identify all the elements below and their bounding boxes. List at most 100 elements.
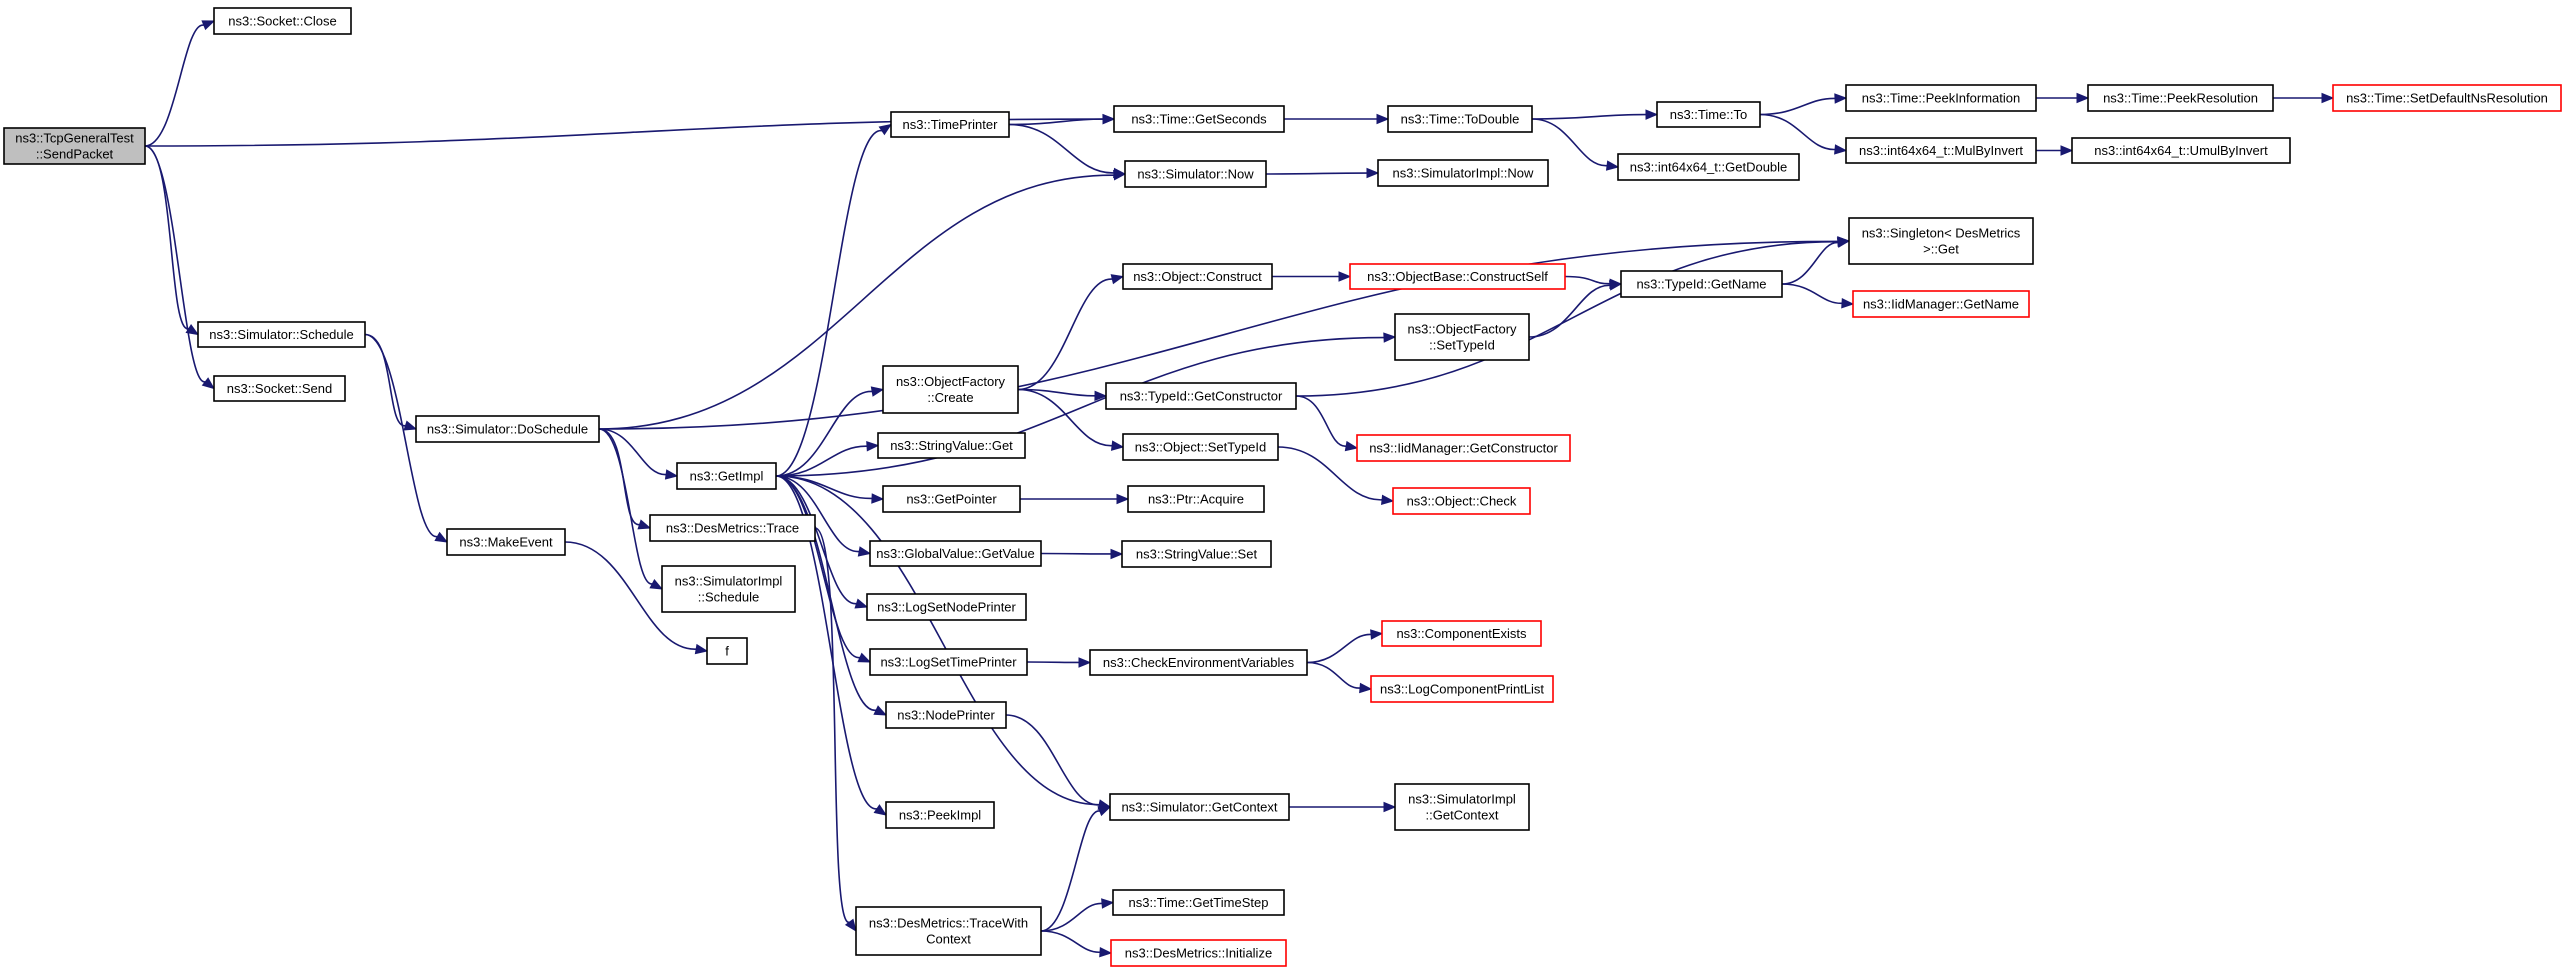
node-peekinfo[interactable]: ns3::Time::PeekInformation [1845, 84, 2037, 112]
node-ofcreate[interactable]: ns3::ObjectFactory::Create [882, 365, 1019, 414]
node-box [213, 7, 352, 35]
node-box [1127, 485, 1265, 513]
node-box [1349, 263, 1566, 290]
node-label: ns3::Time::SetDefaultNsResolution [2346, 91, 2548, 106]
node-checkenv[interactable]: ns3::CheckEnvironmentVariables [1089, 649, 1308, 676]
node-label: ns3::PeekImpl [899, 808, 981, 823]
node-simimplsched[interactable]: ns3::SimulatorImpl::Schedule [661, 565, 796, 613]
node-iidgetname[interactable]: ns3::IidManager::GetName [1852, 290, 2030, 318]
node-box [890, 111, 1010, 138]
node-objconstruct[interactable]: ns3::Object::Construct [1122, 263, 1273, 290]
edge-root-to-sockclose [144, 20, 216, 147]
edge-checkenv-to-compexists [1306, 629, 1384, 664]
node-i64getdouble[interactable]: ns3::int64x64_t::GetDouble [1617, 153, 1800, 181]
node-peekimpl[interactable]: ns3::PeekImpl [885, 801, 995, 829]
edge-checkenv-to-logcompprint [1306, 661, 1373, 694]
node-svget[interactable]: ns3::StringValue::Get [877, 432, 1026, 459]
node-label: ns3::SimulatorImpl::Now [1393, 166, 1534, 181]
node-label: ns3::Time::GetTimeStep [1129, 895, 1269, 910]
node-ofsettypeid[interactable]: ns3::ObjectFactory::SetTypeId [1394, 313, 1530, 361]
node-box [882, 485, 1021, 513]
node-timeprinter[interactable]: ns3::TimePrinter [890, 111, 1010, 138]
edge-doschedule-to-getimpl [598, 428, 679, 480]
node-label: ns3::Object::SetTypeId [1135, 440, 1267, 455]
node-label: ns3::MakeEvent [459, 535, 553, 550]
edge-dmtracectx-to-gettimestep [1040, 898, 1115, 932]
node-box [869, 648, 1028, 676]
node-makeevent[interactable]: ns3::MakeEvent [446, 528, 566, 556]
node-box [2332, 84, 2562, 112]
edge-timeto-to-peekinfo [1759, 93, 1848, 116]
node-ptracquire[interactable]: ns3::Ptr::Acquire [1127, 485, 1265, 513]
node-label: ns3::LogSetNodePrinter [877, 600, 1016, 615]
node-svset[interactable]: ns3::StringValue::Set [1121, 540, 1272, 568]
node-label: ns3::Ptr::Acquire [1148, 492, 1244, 507]
node-obconstructself[interactable]: ns3::ObjectBase::ConstructSelf [1349, 263, 1566, 290]
node-simgetctx[interactable]: ns3::Simulator::GetContext [1109, 793, 1290, 821]
node-mulbyinvert[interactable]: ns3::int64x64_t::MulByInvert [1845, 137, 2037, 164]
node-simimplgetctx[interactable]: ns3::SimulatorImpl::GetContext [1394, 783, 1530, 831]
node-box [1377, 159, 1549, 187]
node-label: ns3::StringValue::Set [1136, 547, 1258, 562]
node-peekres[interactable]: ns3::Time::PeekResolution [2087, 84, 2274, 112]
node-box [197, 321, 366, 348]
node-box [213, 375, 346, 402]
node-logsetnode[interactable]: ns3::LogSetNodePrinter [866, 593, 1027, 621]
node-logsettime[interactable]: ns3::LogSetTimePrinter [869, 648, 1028, 676]
node-sockclose[interactable]: ns3::Socket::Close [213, 7, 352, 35]
node-objsettypeid[interactable]: ns3::Object::SetTypeId [1122, 433, 1279, 461]
node-box [3, 127, 146, 165]
node-box [1381, 620, 1542, 647]
node-simnow[interactable]: ns3::Simulator::Now [1124, 160, 1267, 188]
node-umulbyinvert[interactable]: ns3::int64x64_t::UmulByInvert [2071, 137, 2291, 164]
node-box [1620, 270, 1783, 298]
node-dminit[interactable]: ns3::DesMetrics::Initialize [1110, 939, 1287, 967]
node-label: ns3::GlobalValue::GetValue [876, 546, 1035, 561]
node-label: ns3::DesMetrics::Trace [666, 521, 799, 536]
edge-timeprinter-to-simnow [1008, 123, 1127, 179]
node-simimplnow[interactable]: ns3::SimulatorImpl::Now [1377, 159, 1549, 187]
node-box [1356, 434, 1571, 462]
node-label: ns3::LogComponentPrintList [1380, 682, 1544, 697]
node-getpointer[interactable]: ns3::GetPointer [882, 485, 1021, 513]
edge-objsettypeid-to-objcheck [1277, 446, 1395, 506]
node-getimpl[interactable]: ns3::GetImpl [676, 462, 777, 490]
node-box [706, 637, 748, 665]
edge-getimpl-to-ofcreate [775, 386, 885, 477]
node-label: ns3::Socket::Close [228, 14, 336, 29]
node-gvgetvalue[interactable]: ns3::GlobalValue::GetValue [869, 540, 1042, 567]
node-nodeprinter[interactable]: ns3::NodePrinter [885, 701, 1007, 729]
node-box [1394, 783, 1530, 831]
node-iidgetctor[interactable]: ns3::IidManager::GetConstructor [1356, 434, 1571, 462]
node-label: ns3::Simulator::DoSchedule [427, 422, 588, 437]
node-logcompprint[interactable]: ns3::LogComponentPrintList [1370, 675, 1554, 703]
node-timeto[interactable]: ns3::Time::To [1656, 101, 1761, 128]
node-setdefaultns[interactable]: ns3::Time::SetDefaultNsResolution [2332, 84, 2562, 112]
edge-todouble-to-i64getdouble [1531, 118, 1620, 171]
edge-doschedule-to-simimplsched [598, 428, 664, 590]
node-root[interactable]: ns3::TcpGeneralTest::SendPacket [3, 127, 146, 165]
edge-dmtracectx-to-dminit [1040, 930, 1113, 958]
node-dmtrace[interactable]: ns3::DesMetrics::Trace [649, 514, 816, 542]
node-label: ns3::Object::Construct [1133, 269, 1262, 284]
node-box [1122, 433, 1279, 461]
edge-layer [144, 20, 2335, 958]
node-socksend[interactable]: ns3::Socket::Send [213, 375, 346, 402]
node-tidgetname[interactable]: ns3::TypeId::GetName [1620, 270, 1783, 298]
node-label: ns3::ObjectBase::ConstructSelf [1367, 269, 1548, 284]
node-box [1121, 540, 1272, 568]
node-simschedule[interactable]: ns3::Simulator::Schedule [197, 321, 366, 348]
node-todouble[interactable]: ns3::Time::ToDouble [1387, 105, 1533, 133]
node-getseconds[interactable]: ns3::Time::GetSeconds [1113, 105, 1285, 133]
node-compexists[interactable]: ns3::ComponentExists [1381, 620, 1542, 647]
node-doschedule[interactable]: ns3::Simulator::DoSchedule [415, 415, 600, 443]
node-objcheck[interactable]: ns3::Object::Check [1392, 487, 1531, 515]
node-gettimestep[interactable]: ns3::Time::GetTimeStep [1112, 889, 1285, 916]
node-singleton[interactable]: ns3::Singleton< DesMetrics>::Get [1848, 217, 2034, 265]
node-tidgetctor[interactable]: ns3::TypeId::GetConstructor [1105, 382, 1297, 410]
node-f[interactable]: f [706, 637, 748, 665]
node-box [1370, 675, 1554, 703]
node-label: ns3::CheckEnvironmentVariables [1103, 655, 1295, 670]
